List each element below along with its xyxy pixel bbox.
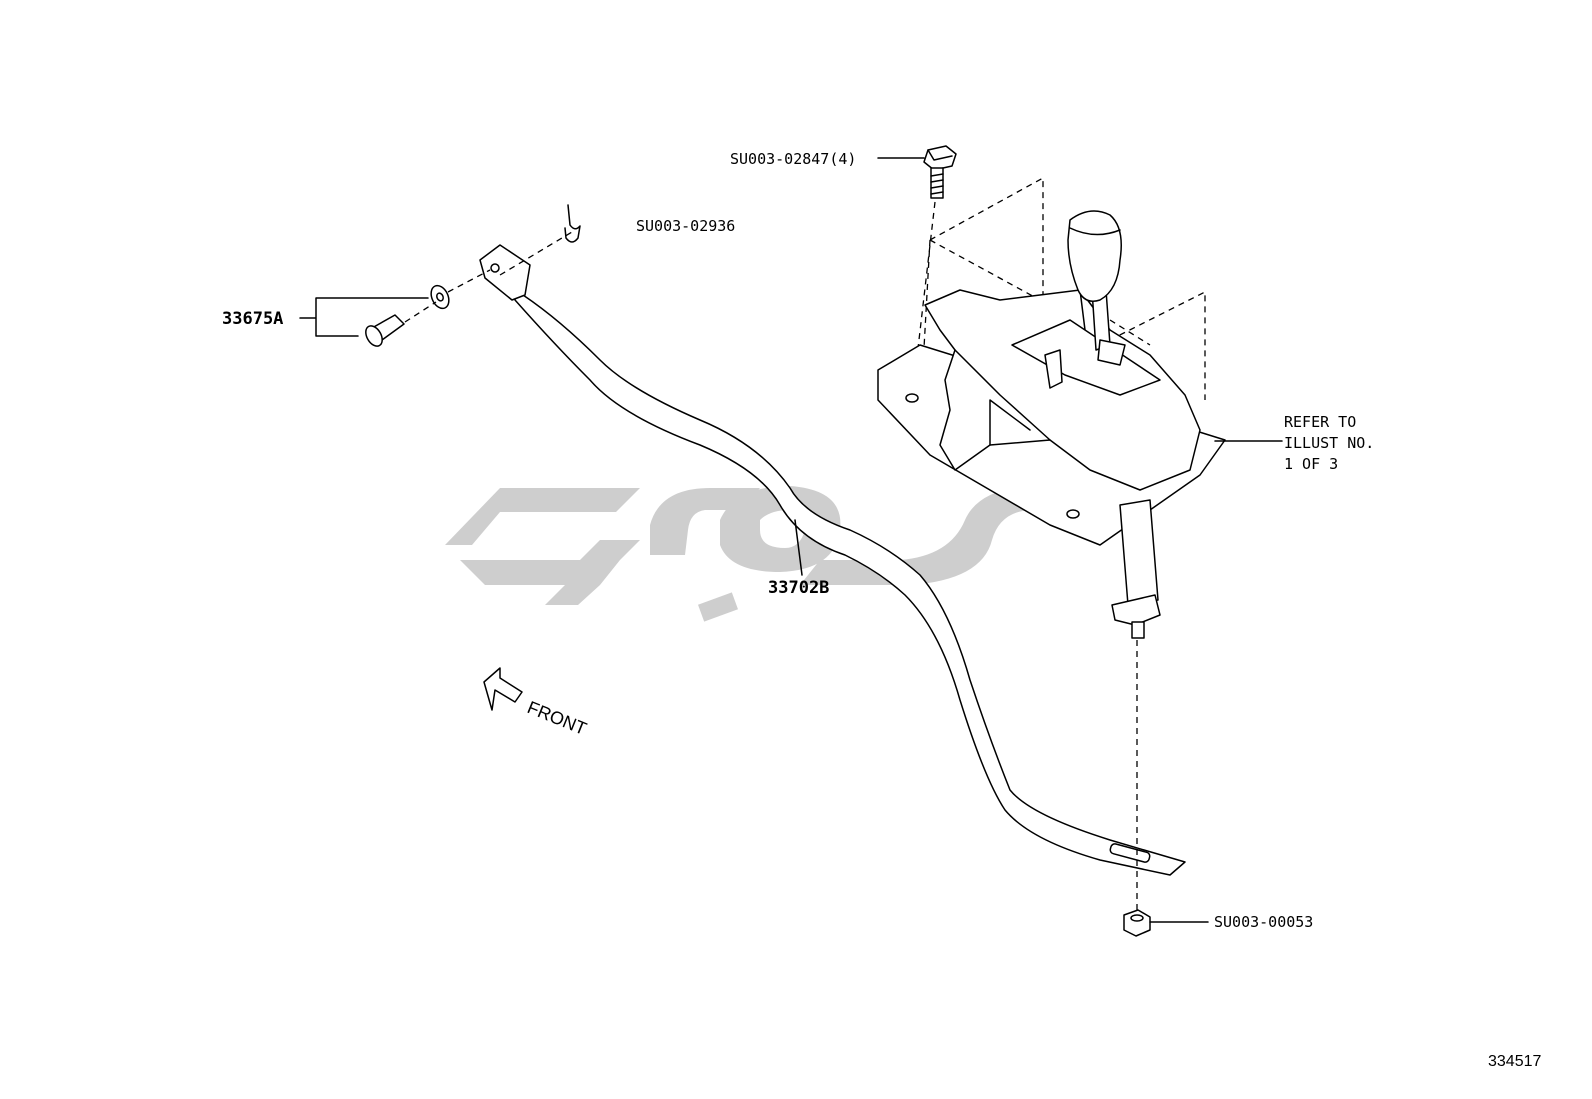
rod-leader — [794, 519, 803, 576]
pin-guide-line — [404, 269, 491, 323]
shift-knob-icon — [1067, 210, 1122, 302]
illustration-number: 334517 — [1488, 1053, 1541, 1070]
clip-guide-line — [499, 231, 573, 276]
front-label: FRONT — [525, 697, 590, 739]
washer-icon — [430, 284, 450, 310]
callout-bolt-top: SU003-02847(4) — [730, 150, 856, 168]
clip-icon — [564, 204, 581, 243]
callout-clip: SU003-02936 — [636, 217, 735, 235]
shift-rod — [479, 244, 1186, 876]
callout-rod: 33702B — [768, 578, 829, 598]
callout-nut: SU003-00053 — [1214, 913, 1313, 931]
shift-lever-assembly — [877, 176, 1226, 639]
arrow-front-icon — [483, 667, 523, 711]
refer-note-line2: ILLUST NO. — [1284, 434, 1374, 452]
nut-icon — [1123, 909, 1151, 937]
refer-note-line3: 1 OF 3 — [1284, 455, 1338, 473]
watermark-logo — [445, 486, 1085, 622]
pin-icon — [365, 314, 405, 347]
callout-pin-washer: 33675A — [222, 309, 283, 329]
pin-washer-leader — [299, 297, 429, 337]
bolt-icon — [923, 145, 957, 199]
refer-note-line1: REFER TO — [1284, 413, 1356, 431]
